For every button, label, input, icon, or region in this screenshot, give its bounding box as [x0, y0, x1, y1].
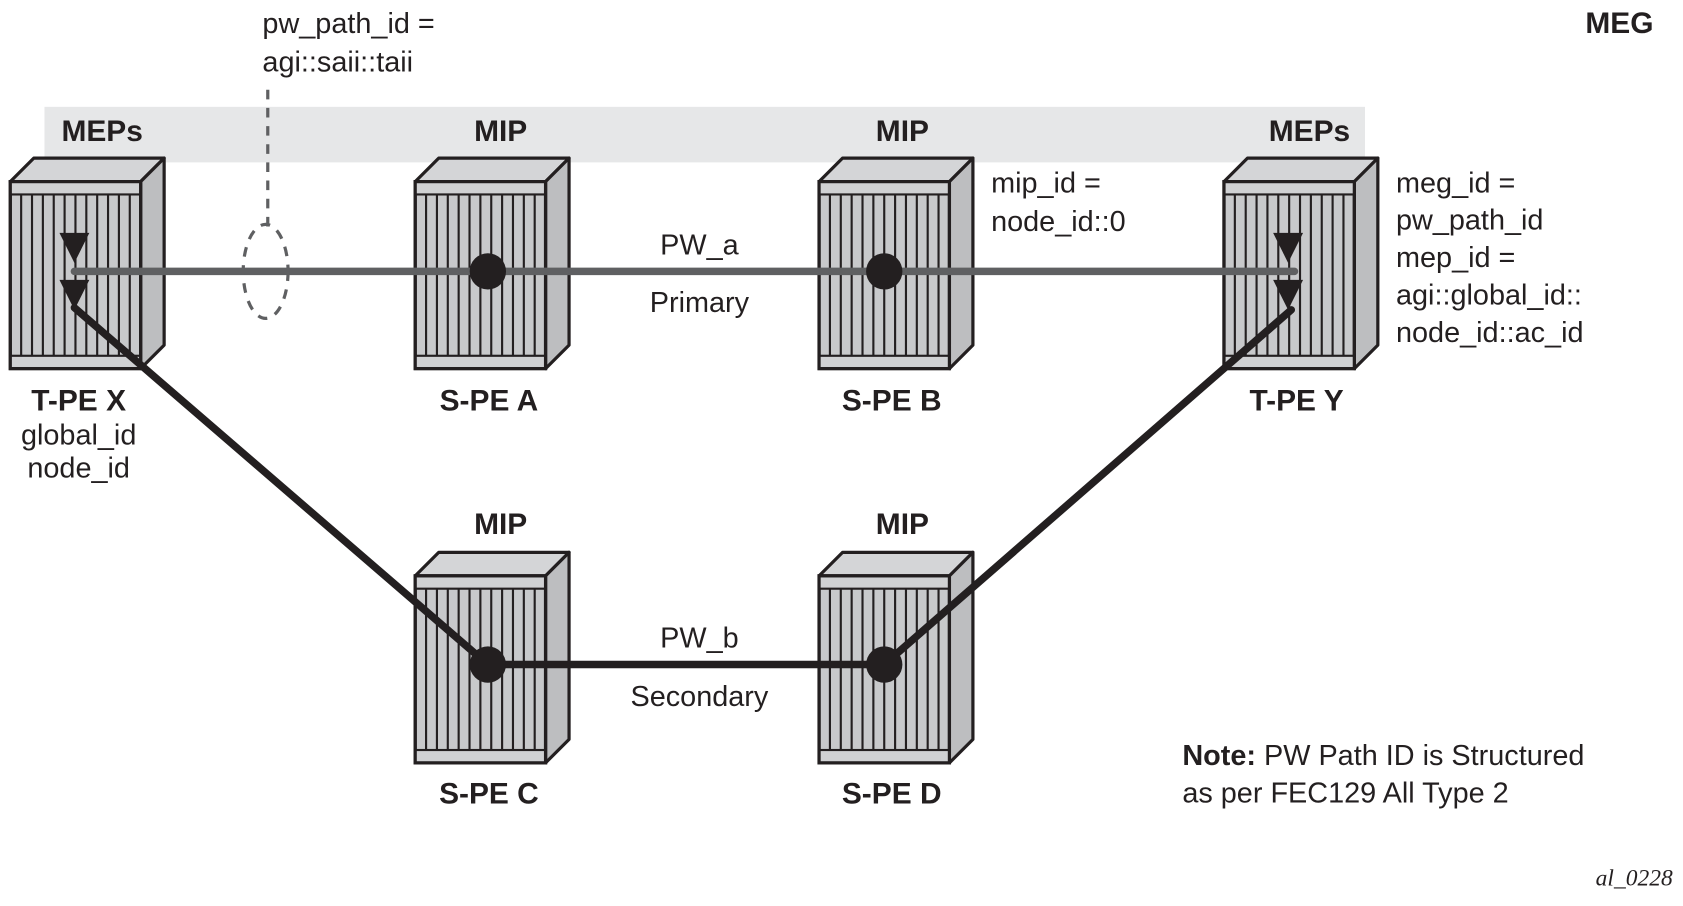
mep-triangle-icon-tpe-y-primary [1273, 232, 1304, 263]
node-box-spe-d [817, 550, 975, 765]
meg-mep-line1: meg_id = [1396, 167, 1515, 199]
note-text: PW Path ID is Structured [1256, 740, 1584, 772]
box-band-bottom [1222, 354, 1356, 370]
node-name-spe-c: S-PE C [439, 777, 539, 810]
pw-path-id-ellipse [241, 222, 290, 320]
pw-path-id-label-line2: agi::saii::taii [262, 47, 413, 79]
role-label-tpe-y: MEPs [1269, 115, 1350, 148]
box-top [8, 156, 166, 184]
mip-dot-spe-b [866, 253, 903, 290]
box-outline [413, 574, 548, 765]
meg-mep-line4: agi::global_id:: [1396, 279, 1582, 311]
pw-b-line [70, 303, 1296, 669]
meg-band [44, 106, 1366, 163]
mip-dot-spe-d [866, 646, 903, 683]
role-label-spe-c: MIP [474, 508, 527, 541]
mep-triangle-icon-tpe-x-primary [59, 232, 90, 263]
role-label-spe-d: MIP [876, 508, 929, 541]
pw-a-name: PW_a [660, 229, 739, 261]
mep-triangle-icon-tpe-y-secondary [1273, 279, 1304, 310]
note-bold: Note: [1182, 740, 1256, 772]
meg-mep-line3: mep_id = [1396, 242, 1515, 274]
box-top [1222, 156, 1380, 184]
box-band-top [817, 574, 951, 590]
box-band-top [9, 180, 142, 196]
box-band-bottom [414, 354, 547, 370]
box-side [947, 550, 975, 765]
node-name-tpe-y: T-PE Y [1250, 384, 1344, 417]
mip-dot-spe-c [469, 646, 507, 683]
node-detail-tpe-x-global-id: global_id [21, 419, 136, 451]
box-band-bottom [414, 748, 547, 764]
box-top [817, 550, 975, 578]
box-band-top [1222, 180, 1356, 196]
node-detail-tpe-x-node-id: node_id [27, 453, 130, 485]
pw-a-role: Primary [650, 287, 750, 319]
box-top [413, 156, 571, 184]
box-side [543, 156, 571, 371]
box-band-bottom [817, 748, 951, 764]
role-label-tpe-x: MEPs [61, 115, 142, 148]
node-name-spe-a: S-PE A [440, 384, 539, 417]
mip-id-line1: mip_id = [991, 167, 1101, 199]
node-box-tpe-y [1222, 156, 1380, 371]
node-name-tpe-x: T-PE X [31, 384, 126, 417]
mip-dot-spe-a [469, 253, 507, 290]
box-band-bottom [9, 354, 142, 370]
mip-id-line2: node_id::0 [991, 206, 1126, 238]
mep-triangle-icon-tpe-x-secondary [59, 279, 90, 310]
box-side [543, 550, 571, 765]
box-side [947, 156, 975, 371]
pw-path-id-label-line1: pw_path_id = [262, 8, 434, 40]
meg-mep-line2: pw_path_id [1396, 205, 1543, 237]
node-name-spe-b: S-PE B [842, 384, 942, 417]
box-band-top [817, 180, 951, 196]
pw-b-name: PW_b [660, 622, 739, 654]
note-line1: Note: PW Path ID is Structured [1182, 740, 1584, 772]
pw-b-role: Secondary [630, 681, 768, 713]
role-label-spe-a: MIP [474, 115, 527, 148]
box-band-bottom [817, 354, 951, 370]
meg-title: MEG [1585, 7, 1653, 40]
role-label-spe-b: MIP [876, 115, 929, 148]
box-band-top [414, 180, 547, 196]
node-box-tpe-x [8, 156, 166, 371]
note-line2: as per FEC129 All Type 2 [1182, 777, 1508, 809]
box-side [139, 156, 166, 371]
box-outline [817, 574, 952, 765]
box-top [413, 550, 571, 578]
figure-id: al_0228 [1596, 866, 1673, 892]
meg-mep-line5: node_id::ac_id [1396, 317, 1584, 349]
node-name-spe-d: S-PE D [842, 777, 942, 810]
box-top [817, 156, 975, 184]
box-side [1352, 156, 1380, 371]
box-band-top [414, 574, 547, 590]
